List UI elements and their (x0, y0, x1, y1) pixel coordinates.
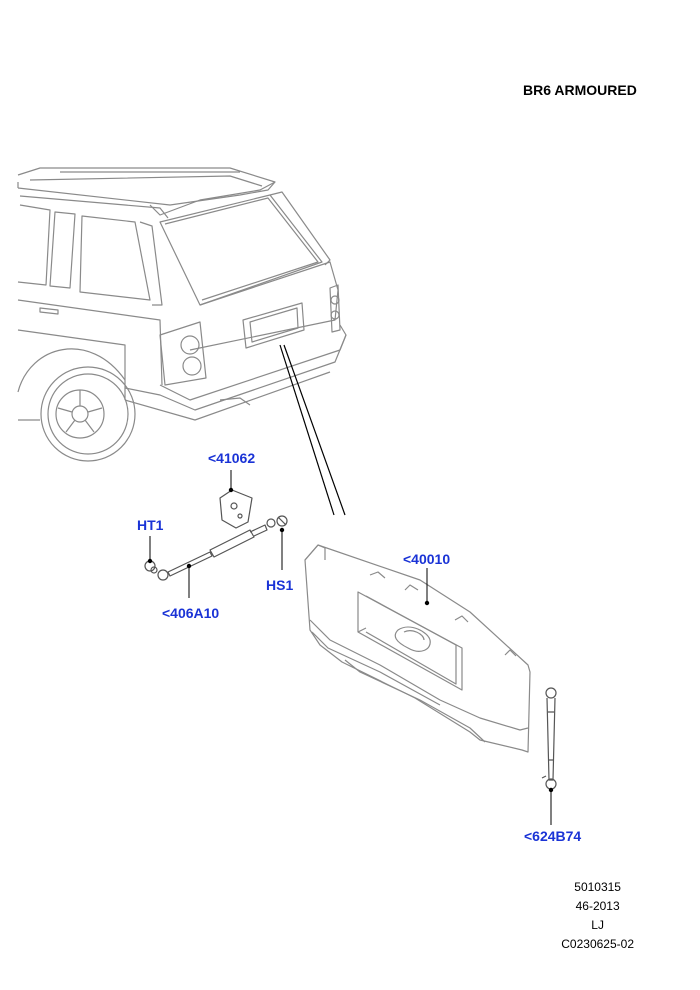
gas-strut (144, 489, 288, 581)
vehicle-illustration (17, 167, 347, 462)
tailgate-trim-panel (304, 544, 531, 753)
callout-hs1[interactable]: HS1 (266, 577, 294, 593)
callout-40010[interactable]: <40010 (403, 551, 451, 567)
footer-line-4: C0230625-02 (561, 937, 634, 951)
footer-line-2: 46-2013 (575, 899, 620, 913)
support-rod (541, 687, 557, 790)
diagram-title: BR6 ARMOURED (523, 82, 637, 98)
callout-406a10[interactable]: <406A10 (162, 605, 220, 621)
callout-ht1[interactable]: HT1 (137, 517, 164, 533)
callout-41062[interactable]: <41062 (208, 450, 256, 466)
leader-lines (279, 344, 346, 516)
strut-leader-lines (149, 470, 283, 598)
diagram-footer: 5010315 46-2013 LJ C0230625-02 (561, 878, 634, 954)
footer-line-3: LJ (591, 918, 604, 932)
callout-624b74[interactable]: <624B74 (524, 828, 582, 844)
footer-line-1: 5010315 (574, 880, 621, 894)
